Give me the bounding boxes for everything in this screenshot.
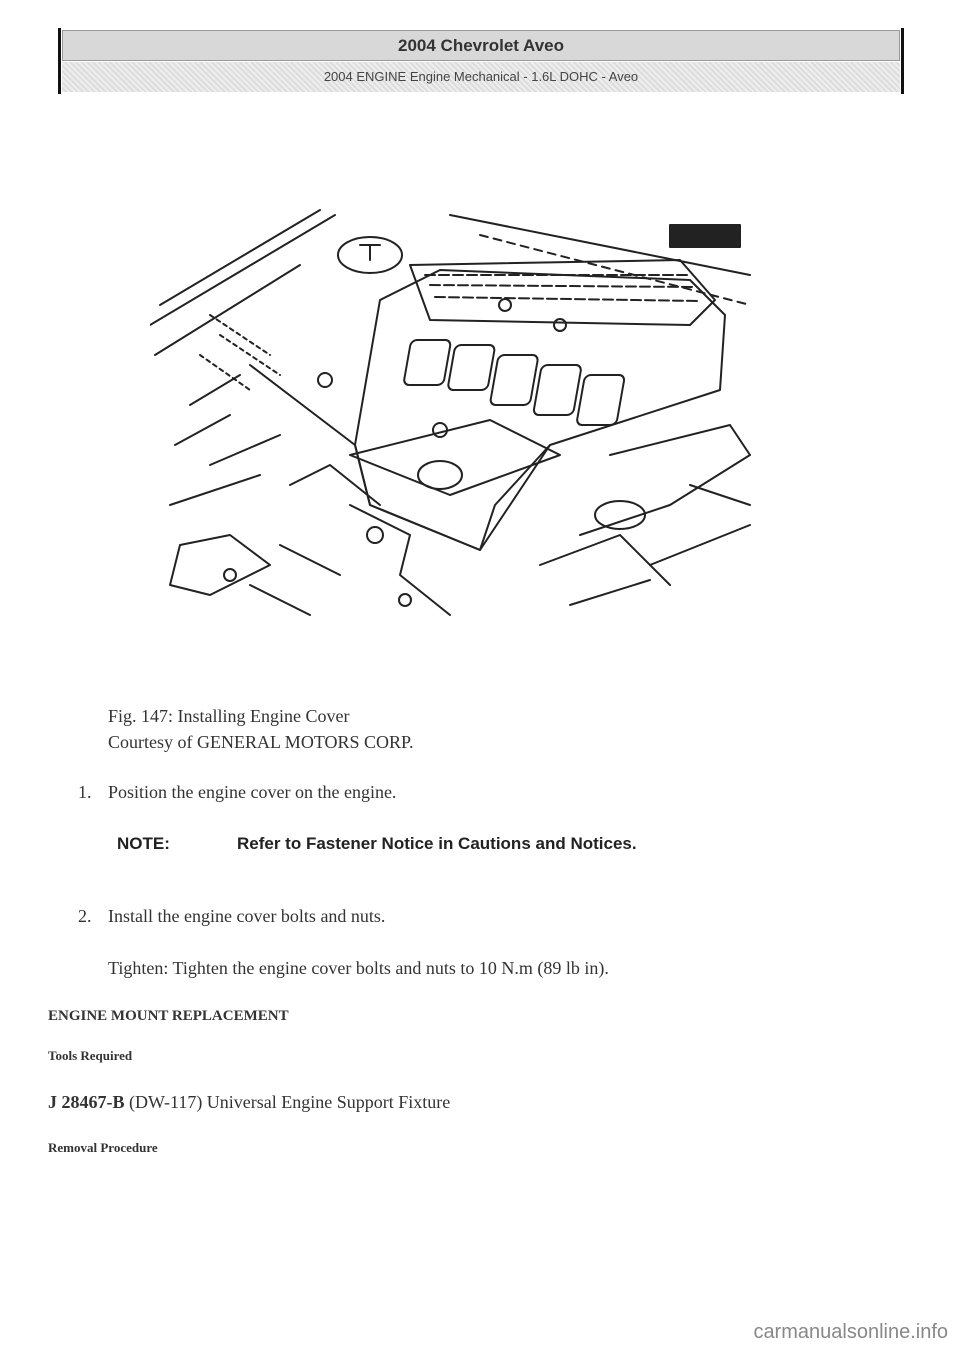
- step-number-2: 2.: [78, 906, 92, 926]
- step-number-1: 1.: [78, 782, 92, 802]
- step-text-2: Install the engine cover bolts and nuts.: [108, 906, 386, 926]
- tools-required-heading: Tools Required: [48, 1048, 133, 1063]
- page-header: 2004 Chevrolet Aveo 2004 ENGINE Engine M…: [58, 28, 904, 94]
- note-label: NOTE:: [117, 834, 170, 853]
- document-title: 2004 Chevrolet Aveo: [62, 30, 900, 61]
- document-subtitle: 2004 ENGINE Engine Mechanical - 1.6L DOH…: [62, 62, 900, 92]
- header-right-rule: [901, 28, 904, 94]
- watermark-footer: carmanualsonline.info: [753, 1321, 948, 1343]
- note-text: Refer to Fastener Notice in Cautions and…: [237, 834, 637, 853]
- tighten-spec: Tighten: Tighten the engine cover bolts …: [108, 958, 609, 978]
- step-text-1: Position the engine cover on the engine.: [108, 782, 397, 802]
- tool-code: J 28467-B: [48, 1092, 125, 1112]
- section-heading: ENGINE MOUNT REPLACEMENT: [48, 1008, 289, 1024]
- figure-credit: Courtesy of GENERAL MOTORS CORP.: [108, 732, 414, 752]
- header-left-rule: [58, 28, 61, 94]
- removal-procedure-heading: Removal Procedure: [48, 1140, 158, 1155]
- tool-item: J 28467-B (DW-117) Universal Engine Supp…: [48, 1092, 450, 1113]
- tool-description: (DW-117) Universal Engine Support Fixtur…: [124, 1092, 451, 1112]
- engine-cover-illustration: [150, 209, 751, 616]
- figure-caption: Fig. 147: Installing Engine Cover: [108, 706, 350, 726]
